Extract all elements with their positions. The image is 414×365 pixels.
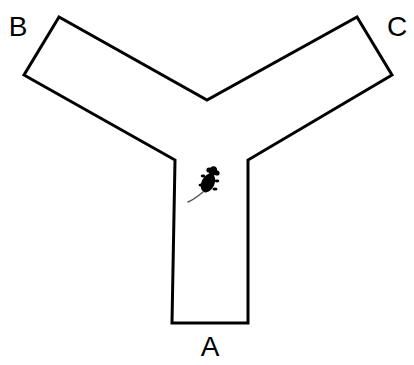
mouse-icon (188, 165, 220, 202)
y-maze-outline (24, 17, 392, 323)
mouse-head (207, 165, 218, 177)
arm-label: B (9, 13, 28, 41)
mouse-leg (213, 188, 218, 191)
mouse-ear (214, 170, 219, 175)
mouse-leg (201, 175, 206, 178)
mouse-leg (215, 180, 220, 183)
mouse-leg (199, 184, 204, 187)
mouse-tail (188, 192, 203, 202)
arm-label: C (387, 13, 407, 41)
arm-label: A (201, 333, 220, 361)
mouse-ear (206, 167, 211, 172)
